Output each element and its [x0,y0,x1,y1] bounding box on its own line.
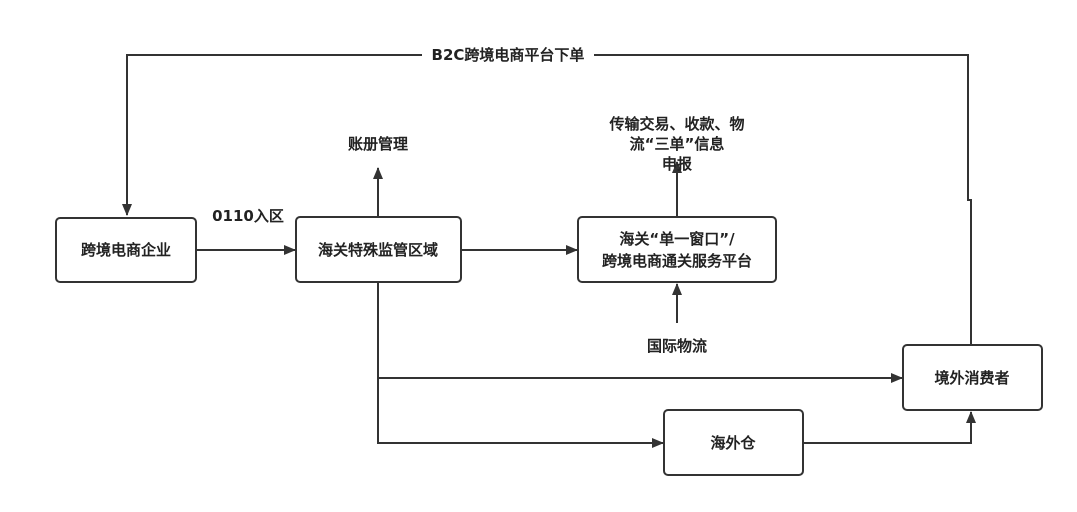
node-single-window-platform: 海关“单一窗口”/ 跨境电商通关服务平台 [577,216,777,283]
edge-zone-to-consumer [377,283,903,383]
node-overseas-consumer: 境外消费者 [902,344,1043,411]
edge-zone-to-warehouse [377,378,664,448]
edge-consumer-to-enterprise [122,54,972,345]
node-special-zone: 海关特殊监管区域 [295,216,462,283]
node-special-zone-label: 海关特殊监管区域 [318,241,438,259]
declare-label-line2: 流“三单”信息 [630,135,725,153]
b2c-order-label: B2C跨境电商平台下单 [432,46,585,64]
ledger-label: 账册管理 [348,135,408,153]
declare-label-line3: 申报 [662,155,692,173]
node-enterprise-label: 跨境电商企业 [81,241,171,259]
declare-label-line1: 传输交易、收款、物 [608,115,744,133]
logistics-label: 国际物流 [647,337,707,355]
node-consumer-label: 境外消费者 [934,369,1009,387]
node-warehouse-label: 海外仓 [710,434,756,452]
b2c-label-bg [422,45,594,65]
node-overseas-warehouse: 海外仓 [663,409,804,476]
node-platform-label-line2: 跨境电商通关服务平台 [602,252,752,270]
node-platform-label-line1: 海关“单一窗口”/ [619,230,735,248]
inbound-label: 0110入区 [212,207,284,225]
node-enterprise: 跨境电商企业 [55,217,197,283]
edge-warehouse-to-consumer [803,411,976,444]
